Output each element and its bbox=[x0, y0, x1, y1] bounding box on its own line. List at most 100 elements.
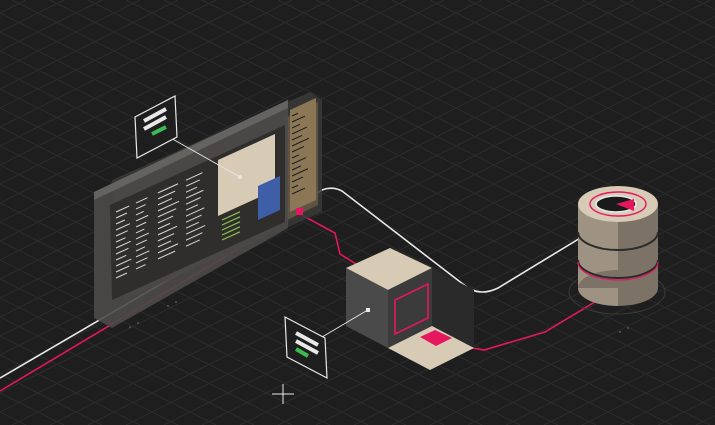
decor-line bbox=[115, 247, 129, 255]
decor-line bbox=[695, 0, 715, 11]
decor-line bbox=[0, 0, 179, 90]
decor-line bbox=[157, 225, 178, 236]
decor-line bbox=[0, 278, 293, 425]
decor-line bbox=[115, 223, 131, 231]
decor-line bbox=[185, 204, 199, 211]
decor-line bbox=[239, 186, 715, 425]
window-highlight-lines bbox=[221, 211, 241, 241]
decor-line bbox=[115, 240, 131, 249]
decor-line bbox=[291, 112, 299, 117]
decor-line bbox=[695, 414, 715, 425]
decor-line bbox=[429, 281, 715, 425]
decor-line bbox=[157, 240, 172, 248]
decor-line bbox=[115, 265, 130, 273]
decor-line bbox=[221, 226, 241, 236]
white-wire bbox=[0, 187, 601, 379]
decor-line bbox=[353, 243, 715, 425]
decor-line bbox=[115, 230, 128, 237]
decor-line bbox=[0, 316, 217, 425]
decor-line bbox=[115, 254, 127, 261]
decor-line bbox=[185, 179, 200, 187]
decor-line bbox=[221, 221, 241, 231]
decor-line bbox=[353, 0, 715, 182]
decor-line bbox=[291, 176, 304, 183]
decor-line bbox=[185, 186, 198, 193]
decor-line bbox=[157, 222, 171, 230]
decor-line bbox=[657, 395, 715, 425]
decor-line bbox=[0, 240, 369, 425]
decor-line bbox=[135, 214, 149, 222]
decor-line bbox=[185, 221, 200, 229]
decor-line bbox=[185, 214, 202, 223]
decor-line bbox=[185, 239, 200, 247]
decor-line bbox=[291, 137, 310, 147]
decor-line bbox=[115, 219, 126, 225]
decor-line bbox=[157, 215, 174, 224]
decor-line bbox=[115, 237, 126, 243]
decor-line bbox=[157, 250, 176, 260]
cube-node bbox=[366, 308, 370, 312]
decor-line bbox=[291, 115, 306, 123]
decor-line bbox=[467, 300, 715, 425]
decor-line bbox=[315, 0, 715, 201]
processing-cube bbox=[346, 248, 474, 370]
decor-line bbox=[157, 208, 177, 218]
decor-line bbox=[291, 146, 305, 153]
window-right-beige-panel bbox=[290, 98, 316, 212]
decor-line bbox=[135, 221, 147, 228]
decor-line bbox=[0, 335, 179, 425]
decor-line bbox=[135, 239, 148, 246]
decor-line bbox=[0, 0, 255, 128]
decor-line bbox=[291, 184, 299, 189]
decor-line bbox=[157, 190, 176, 200]
decor-line bbox=[429, 0, 715, 144]
document-lines-icon bbox=[284, 315, 328, 380]
decor-line bbox=[391, 262, 715, 425]
decor-line bbox=[221, 231, 241, 241]
app-card-leader-dot bbox=[238, 175, 242, 179]
decor-line bbox=[291, 134, 303, 141]
decor-line bbox=[291, 154, 300, 159]
decor-line bbox=[291, 157, 307, 165]
decor-line bbox=[135, 246, 146, 252]
decor-line bbox=[543, 338, 715, 425]
database-icon bbox=[568, 186, 666, 315]
decor-line bbox=[185, 172, 203, 181]
app-window-stack bbox=[94, 92, 322, 328]
decor-line bbox=[221, 211, 241, 221]
decor-line bbox=[0, 0, 293, 147]
crosshair-icon bbox=[272, 384, 294, 404]
decor-line bbox=[135, 250, 150, 258]
decor-line bbox=[391, 0, 715, 163]
decor-line bbox=[505, 0, 715, 106]
decor-line bbox=[0, 0, 331, 166]
decor-line bbox=[0, 221, 407, 425]
document-lines-icon bbox=[134, 95, 178, 159]
cube-floor bbox=[388, 326, 474, 370]
decor-line bbox=[0, 0, 407, 204]
decor-line bbox=[467, 0, 715, 125]
decor-line bbox=[291, 187, 306, 195]
decor-line bbox=[135, 228, 145, 234]
decor-line bbox=[157, 243, 179, 254]
decor-line bbox=[135, 204, 146, 210]
decor-line bbox=[185, 189, 204, 199]
decor-line bbox=[185, 232, 203, 241]
decor-line bbox=[157, 233, 175, 242]
decor-line bbox=[125, 129, 715, 425]
decor-line bbox=[291, 123, 301, 129]
decor-line bbox=[87, 110, 715, 425]
decor-line bbox=[0, 259, 331, 425]
decor-line bbox=[135, 264, 146, 270]
decor-line bbox=[11, 72, 715, 425]
decor-line bbox=[657, 0, 715, 30]
decor-line bbox=[135, 210, 144, 216]
decor-line bbox=[49, 91, 715, 425]
decor-line bbox=[221, 216, 241, 226]
decor-line bbox=[115, 272, 128, 279]
decor-line bbox=[157, 183, 179, 194]
decor-line bbox=[291, 165, 302, 171]
